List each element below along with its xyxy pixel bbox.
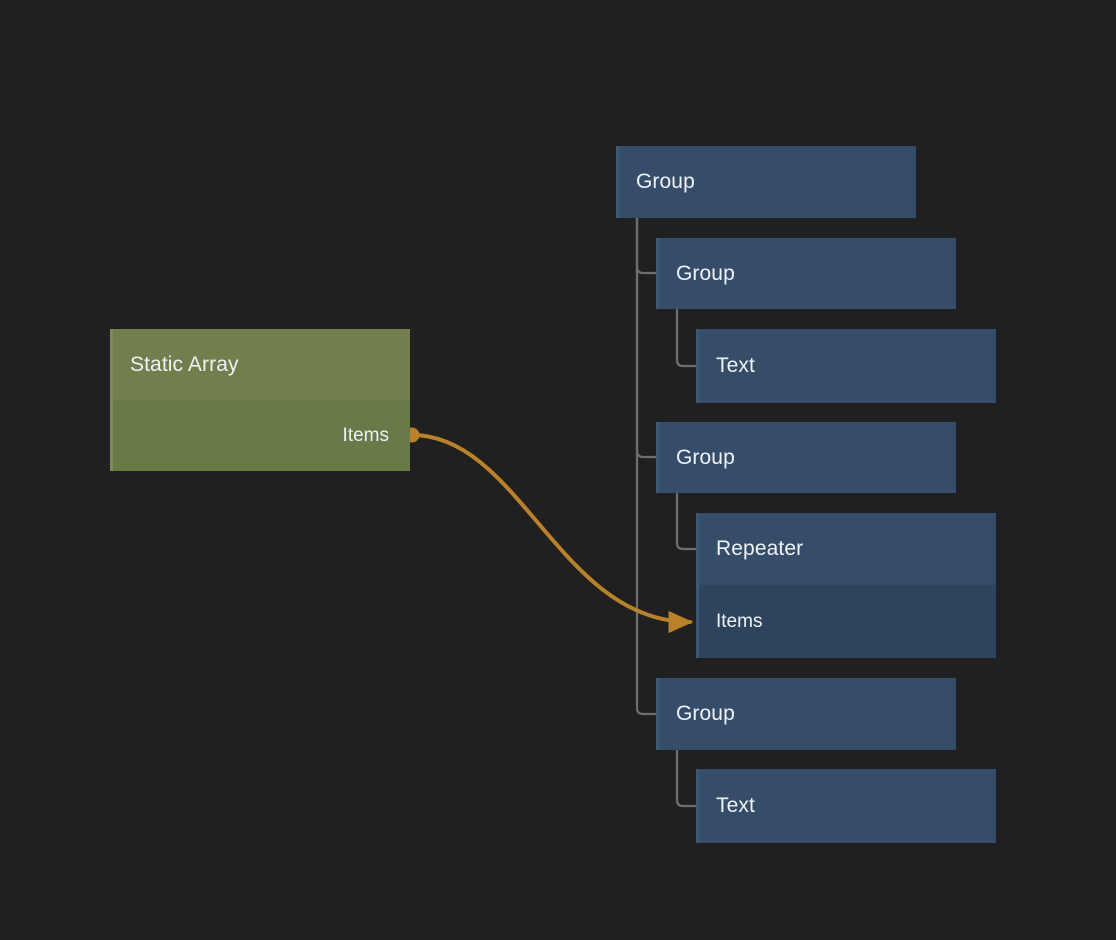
node-repeater[interactable]: Repeater Items xyxy=(696,513,996,658)
row-label-items: Items xyxy=(342,424,389,446)
tree-edge-group2-to-repeater xyxy=(675,491,698,551)
node-accent-bar xyxy=(656,238,659,309)
node-accent-bar xyxy=(696,329,699,403)
node-header-text-1[interactable]: Text xyxy=(696,329,996,403)
tree-edge-root-to-group2 xyxy=(635,216,658,459)
node-header-repeater[interactable]: Repeater xyxy=(696,513,996,585)
node-header-group-1[interactable]: Group xyxy=(656,238,956,309)
node-accent-bar xyxy=(656,678,659,750)
node-header-text-2[interactable]: Text xyxy=(696,769,996,843)
node-accent-bar xyxy=(110,329,113,471)
tree-edge-root-to-group3 xyxy=(635,216,658,716)
node-title-group-2: Group xyxy=(676,445,735,469)
node-text-1[interactable]: Text xyxy=(696,329,996,403)
row-label-items: Items xyxy=(716,610,763,632)
node-title-repeater: Repeater xyxy=(716,537,804,560)
node-group-3[interactable]: Group xyxy=(656,678,956,750)
node-accent-bar xyxy=(616,146,619,218)
node-title-text-1: Text xyxy=(716,354,755,377)
node-row-static-array-items[interactable]: Items xyxy=(110,400,410,471)
data-connection-static-array-to-repeater xyxy=(404,427,694,634)
node-header-static-array[interactable]: Static Array xyxy=(110,329,410,400)
node-group-2[interactable]: Group xyxy=(656,422,956,493)
node-accent-bar xyxy=(696,769,699,843)
node-accent-bar xyxy=(696,513,699,658)
tree-edge-root-to-group1 xyxy=(635,216,658,275)
node-accent-bar xyxy=(656,422,659,493)
connection-curve xyxy=(410,433,694,634)
node-title-group-3: Group xyxy=(676,702,735,725)
tree-edge-group1-to-text1 xyxy=(675,307,698,368)
node-static-array[interactable]: Static Array Items xyxy=(110,329,410,471)
node-header-group-3[interactable]: Group xyxy=(656,678,956,750)
node-row-repeater-items[interactable]: Items xyxy=(696,585,996,658)
node-title-group-1: Group xyxy=(676,261,735,285)
tree-edge-group3-to-text2 xyxy=(675,748,698,808)
node-group-root[interactable]: Group xyxy=(616,146,916,218)
node-group-1[interactable]: Group xyxy=(656,238,956,309)
node-title-group-root: Group xyxy=(636,170,695,193)
node-header-group-2[interactable]: Group xyxy=(656,422,956,493)
node-header-group-root[interactable]: Group xyxy=(616,146,916,218)
node-text-2[interactable]: Text xyxy=(696,769,996,843)
node-title-static-array: Static Array xyxy=(130,352,239,376)
node-title-text-2: Text xyxy=(716,794,755,817)
